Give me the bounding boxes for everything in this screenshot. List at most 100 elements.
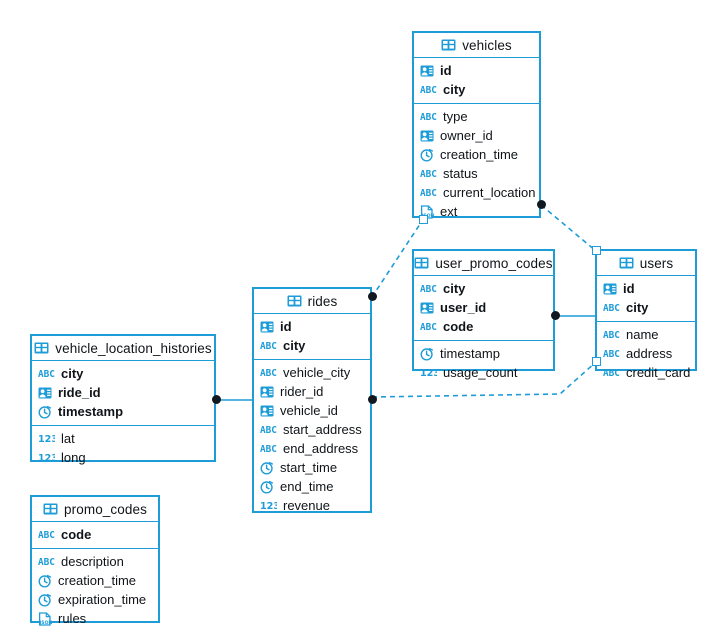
table-header-users: users xyxy=(597,251,695,276)
column-row[interactable]: ABC city xyxy=(414,279,553,298)
number-icon: 123 xyxy=(38,433,55,444)
key-id-icon xyxy=(260,405,274,417)
table-title: rides xyxy=(307,293,338,309)
number-icon: 123 xyxy=(38,452,55,463)
svg-text:ABC: ABC xyxy=(260,341,277,351)
column-row[interactable]: timestamp xyxy=(32,402,214,421)
table-header-promo-codes: promo_codes xyxy=(32,497,158,522)
column-row[interactable]: ride_id xyxy=(32,383,214,402)
column-row[interactable]: id xyxy=(414,61,539,80)
table-header-user-promo-codes: user_promo_codes xyxy=(414,251,553,276)
column-row[interactable]: JSONext xyxy=(414,202,539,221)
endpoint-dot-userpromocodes-right xyxy=(551,311,560,320)
column-row[interactable]: vehicle_id xyxy=(254,401,370,420)
column-name: expiration_time xyxy=(58,592,147,607)
column-row[interactable]: owner_id xyxy=(414,126,539,145)
column-row[interactable]: id xyxy=(597,279,695,298)
column-name: current_location xyxy=(443,185,536,200)
column-name: city xyxy=(443,281,466,296)
table-header-rides: rides xyxy=(254,289,370,314)
column-row[interactable]: timestamp xyxy=(414,344,553,363)
column-name: long xyxy=(61,450,86,465)
column-name: ride_id xyxy=(58,385,101,400)
connector-vehicles-users xyxy=(540,204,597,252)
table-title: vehicles xyxy=(462,37,512,53)
key-id-icon xyxy=(38,387,52,399)
table-header-vehicles: vehicles xyxy=(414,33,539,58)
column-row[interactable]: creation_time xyxy=(32,571,158,590)
column-row[interactable]: user_id xyxy=(414,298,553,317)
svg-text:ABC: ABC xyxy=(420,112,437,122)
clock-icon xyxy=(38,574,52,588)
svg-text:ABC: ABC xyxy=(420,169,437,179)
column-name: vehicle_id xyxy=(280,403,338,418)
column-row[interactable]: creation_time xyxy=(414,145,539,164)
column-name: lat xyxy=(61,431,75,446)
column-row[interactable]: ABC start_address xyxy=(254,420,370,439)
table-icon xyxy=(43,503,58,515)
clock-icon xyxy=(420,347,434,361)
endpoint-dot-vehicles-right xyxy=(537,200,546,209)
column-name: city xyxy=(626,300,649,315)
clock-icon xyxy=(260,461,274,475)
svg-text:ABC: ABC xyxy=(38,530,55,540)
column-name: start_address xyxy=(283,422,362,437)
svg-text:ABC: ABC xyxy=(420,284,437,294)
table-title: vehicle_location_histories xyxy=(55,340,212,356)
column-name: creation_time xyxy=(58,573,137,588)
column-row[interactable]: end_time xyxy=(254,477,370,496)
column-row[interactable]: expiration_time xyxy=(32,590,158,609)
column-name: owner_id xyxy=(440,128,493,143)
endpoint-dot-rides-right xyxy=(368,395,377,404)
svg-text:ABC: ABC xyxy=(38,557,55,567)
column-row[interactable]: 123 lat xyxy=(32,429,214,448)
svg-text:ABC: ABC xyxy=(420,188,437,198)
table-icon xyxy=(414,257,429,269)
abc-icon: ABC xyxy=(420,187,437,198)
column-name: end_address xyxy=(283,441,359,456)
abc-icon: ABC xyxy=(260,424,277,435)
abc-icon: ABC xyxy=(603,367,620,378)
abc-icon: ABC xyxy=(38,529,55,540)
column-row[interactable]: id xyxy=(254,317,370,336)
column-row[interactable]: 123 long xyxy=(32,448,214,467)
svg-text:JSON: JSON xyxy=(39,620,52,626)
column-row[interactable]: rider_id xyxy=(254,382,370,401)
column-row[interactable]: start_time xyxy=(254,458,370,477)
abc-icon: ABC xyxy=(420,321,437,332)
endpoint-dot-vlh-right xyxy=(212,395,221,404)
column-row[interactable]: ABC current_location xyxy=(414,183,539,202)
table-icon xyxy=(287,295,302,307)
column-group: 123 lat 123 long xyxy=(32,425,214,471)
